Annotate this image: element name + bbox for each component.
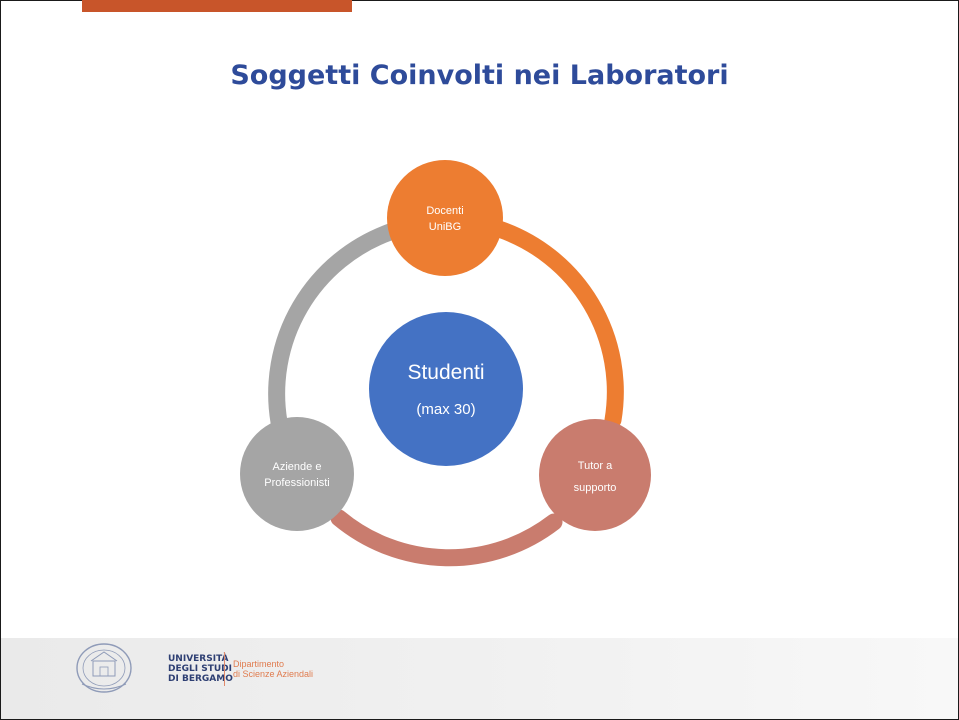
node-docenti-line2: UniBG — [429, 221, 461, 233]
node-tutor-line2: supporto — [574, 482, 617, 494]
node-tutor-line1: Tutor a — [578, 460, 613, 472]
university-line: DI BERGAMO — [168, 674, 233, 684]
university-line: DEGLI STUDI — [168, 664, 232, 674]
footer-bar — [1, 638, 958, 719]
node-aziende — [240, 417, 354, 531]
node-tutor — [539, 419, 651, 531]
node-docenti-line1: Docenti — [426, 205, 463, 217]
node-aziende-line2: Professionisti — [264, 477, 329, 489]
department-name: Dipartimento di Scienze Aziendali — [233, 659, 313, 679]
arc-docenti-to-tutor — [490, 220, 624, 429]
footer-divider — [224, 652, 225, 686]
node-aziende-line1: Aziende e — [273, 461, 322, 473]
university-name: UNIVERSITÀ DEGLI STUDI DI BERGAMO — [168, 654, 233, 684]
arc-tutor-to-aziende — [330, 509, 563, 567]
accent-bar — [82, 0, 352, 12]
department-line: di Scienze Aziendali — [233, 669, 314, 679]
department-line: Dipartimento — [233, 659, 285, 669]
node-docenti — [387, 160, 503, 276]
university-line: UNIVERSITÀ — [168, 654, 229, 664]
university-seal-icon — [76, 643, 132, 693]
center-node-subtitle: (max 30) — [416, 401, 475, 418]
center-node-studenti — [369, 312, 523, 466]
slide-title: Soggetti Coinvolti nei Laboratori — [230, 60, 729, 91]
arc-aziende-to-docenti — [268, 223, 399, 431]
center-node-title: Studenti — [407, 361, 484, 384]
